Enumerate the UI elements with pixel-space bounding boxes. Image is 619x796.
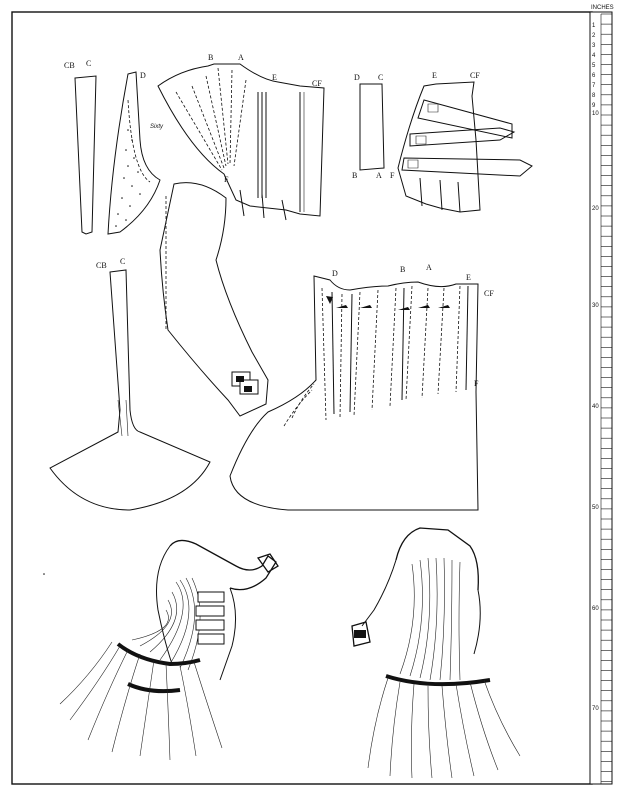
inches-ruler: INCHES 1 2 3 4 5 6 7 8 9 10 20 30 40 50 … bbox=[589, 5, 614, 785]
front-skirt-lines bbox=[59, 641, 223, 761]
point-label: B bbox=[352, 171, 357, 180]
ruler-label: 50 bbox=[592, 505, 599, 511]
point-label: B bbox=[208, 53, 213, 62]
point-label: CF bbox=[470, 71, 480, 80]
ruler-label: 30 bbox=[592, 303, 599, 309]
sheet-border bbox=[11, 11, 593, 785]
ink-speck bbox=[43, 573, 45, 575]
pattern-piece-front-gored: B A E CF F Sixty bbox=[150, 53, 325, 221]
pattern-piece-bodice-large: D B A E CF F bbox=[229, 263, 494, 511]
point-label: A bbox=[426, 263, 432, 272]
figure-front-view bbox=[59, 539, 279, 761]
ruler-label: 5 bbox=[592, 63, 596, 69]
dotted-infill bbox=[115, 129, 141, 227]
ruler-label: 6 bbox=[592, 73, 596, 79]
ruler-label: 60 bbox=[592, 606, 599, 612]
ruler-label: 7 bbox=[592, 83, 596, 89]
figure-back-view bbox=[351, 527, 521, 779]
point-label: F bbox=[474, 379, 479, 388]
ruler-small-labels: 1 2 3 4 5 6 7 8 9 bbox=[592, 23, 596, 109]
point-label: C bbox=[86, 59, 91, 68]
point-label: E bbox=[272, 73, 277, 82]
pattern-piece-front-straps: E CF bbox=[397, 71, 533, 213]
point-label: E bbox=[466, 273, 471, 282]
point-label: E bbox=[432, 71, 437, 80]
pattern-piece-sleeve bbox=[159, 182, 269, 417]
point-label: CF bbox=[484, 289, 494, 298]
point-label: CF bbox=[312, 79, 322, 88]
point-label: D bbox=[332, 269, 338, 278]
ruler-label: 8 bbox=[592, 93, 596, 99]
ruler-label: 4 bbox=[592, 53, 596, 59]
ruler-label: 9 bbox=[592, 103, 596, 109]
point-label: A bbox=[238, 53, 244, 62]
ruler-label: 10 bbox=[592, 111, 599, 117]
ruler-title: INCHES bbox=[591, 5, 614, 11]
point-label: D bbox=[354, 73, 360, 82]
back-skirt-lines bbox=[367, 677, 521, 779]
point-label: CB bbox=[64, 61, 75, 70]
pattern-piece-back-fan: CB C bbox=[49, 257, 211, 511]
front-bands bbox=[195, 591, 225, 645]
ruler-label: 3 bbox=[592, 43, 596, 49]
point-label: F bbox=[390, 171, 395, 180]
ruler-label: 2 bbox=[592, 33, 596, 39]
ruler-label: 1 bbox=[592, 23, 596, 29]
point-label: CB bbox=[96, 261, 107, 270]
pattern-piece-side-small: D C B A F bbox=[352, 73, 395, 180]
point-label: C bbox=[378, 73, 383, 82]
point-label: B bbox=[400, 265, 405, 274]
front-pleats bbox=[131, 577, 201, 671]
point-label: F bbox=[224, 175, 229, 184]
ruler-major-labels: 10 20 30 40 50 60 70 bbox=[592, 111, 599, 712]
pattern-piece-back-strips: CB C D bbox=[64, 59, 161, 235]
point-label: D bbox=[140, 71, 146, 80]
point-label: C bbox=[120, 257, 125, 266]
piece-note: Sixty bbox=[150, 124, 164, 130]
ruler-label: 70 bbox=[592, 706, 599, 712]
back-pleats bbox=[399, 557, 461, 681]
ruler-label: 40 bbox=[592, 404, 599, 410]
dart-arrows bbox=[326, 296, 450, 310]
ruler-label: 20 bbox=[592, 206, 599, 212]
cuff-detail bbox=[231, 371, 259, 395]
point-label: A bbox=[376, 171, 382, 180]
